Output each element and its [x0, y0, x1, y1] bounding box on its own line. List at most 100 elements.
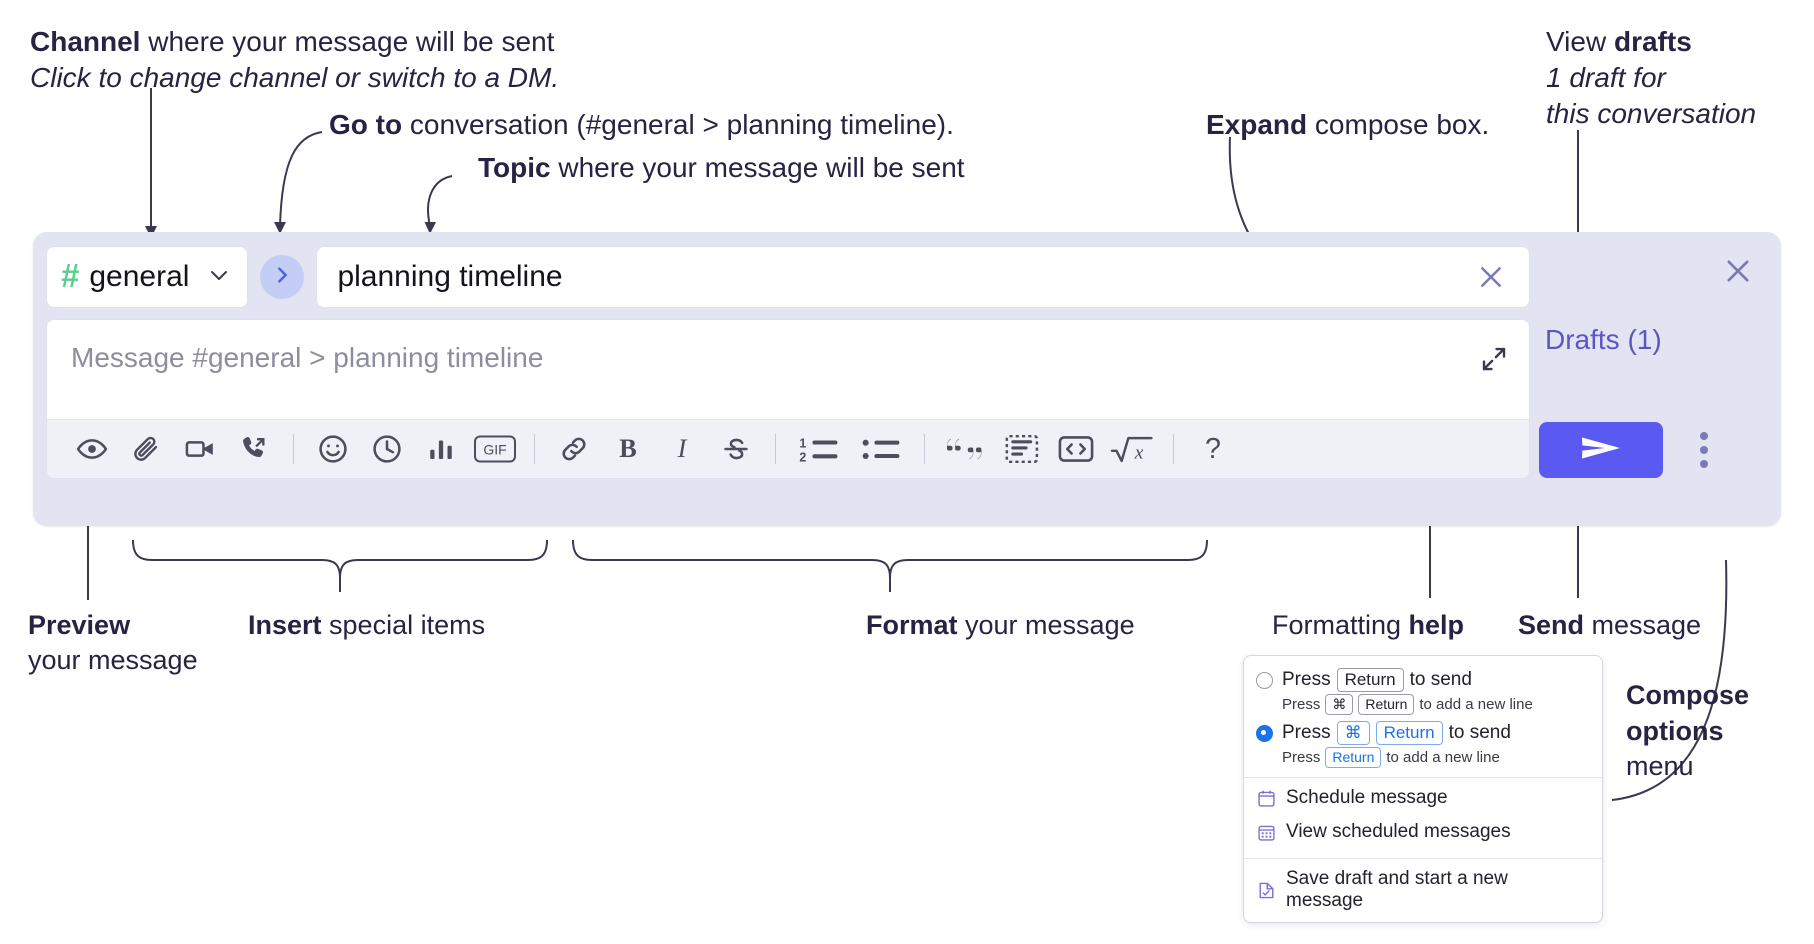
- topic-input[interactable]: planning timeline: [316, 246, 1530, 308]
- suboption-prefix: Press: [1282, 749, 1321, 766]
- compose-options-menu: Press Return to send Press ⌘ Return to a…: [1243, 655, 1603, 923]
- code-icon[interactable]: [1049, 426, 1103, 472]
- goto-conversation-button[interactable]: [260, 255, 305, 299]
- chevron-right-icon: [271, 264, 293, 291]
- send-option-subtext: Press Return to add a new line: [1244, 745, 1602, 768]
- vertical-ellipsis-icon: [1700, 460, 1708, 468]
- svg-text:GIF: GIF: [483, 442, 506, 458]
- save-draft-icon: [1256, 880, 1276, 900]
- radio-unselected[interactable]: [1256, 672, 1273, 689]
- menu-item-schedule-message[interactable]: Schedule message: [1244, 781, 1602, 815]
- clock-icon[interactable]: [360, 426, 414, 472]
- key-return: Return: [1375, 721, 1443, 745]
- hash-icon: #: [61, 256, 80, 294]
- calendar-schedule-icon: [1256, 788, 1276, 808]
- annotation-format: Format your message: [866, 610, 1135, 640]
- message-placeholder: Message #general > planning timeline: [71, 342, 544, 373]
- annotation-goto: Go to conversation (#general > planning …: [329, 109, 954, 140]
- annotation-expand: Expand compose box.: [1206, 109, 1490, 140]
- video-icon[interactable]: [173, 426, 227, 472]
- calendar-grid-icon: [1256, 822, 1276, 842]
- emoji-icon[interactable]: [306, 426, 360, 472]
- annotation-insert: Insert special items: [248, 610, 486, 640]
- annotation-help: Formatting help: [1272, 610, 1465, 640]
- send-option-label: Press Return to send: [1282, 668, 1472, 692]
- spoiler-icon[interactable]: [995, 426, 1049, 472]
- topic-value: planning timeline: [337, 260, 563, 293]
- gif-icon[interactable]: GIF: [468, 426, 522, 472]
- bold-icon[interactable]: B: [601, 426, 655, 472]
- send-button[interactable]: [1539, 422, 1663, 478]
- brace-format: [572, 539, 1208, 592]
- channel-name: general: [89, 260, 190, 293]
- menu-divider: [1244, 777, 1602, 778]
- svg-text:1: 1: [799, 437, 806, 451]
- compose-side: Drafts (1): [1523, 232, 1781, 526]
- send-option-label: Press ⌘ Return to send: [1282, 721, 1511, 745]
- compose-options-button[interactable]: [1691, 428, 1717, 472]
- bulleted-list-icon[interactable]: [850, 426, 912, 472]
- expand-diagonal-icon[interactable]: [1477, 342, 1511, 376]
- vertical-ellipsis-icon: [1700, 432, 1708, 440]
- chevron-down-icon: [207, 263, 231, 292]
- key-command: ⌘: [1325, 694, 1354, 715]
- toolbar-separator-5: [1173, 434, 1174, 464]
- menu-divider: [1244, 858, 1602, 859]
- svg-text:?: ?: [1205, 433, 1221, 465]
- compose-main: # general planning timeline: [46, 245, 1530, 481]
- svg-text:2: 2: [799, 450, 806, 464]
- leader-goto: [279, 131, 323, 227]
- send-option-row[interactable]: Press ⌘ Return to send Press Return to a…: [1244, 715, 1602, 768]
- brace-insert: [132, 539, 548, 592]
- option-suffix: to send: [1448, 722, 1511, 743]
- italic-icon[interactable]: I: [655, 426, 709, 472]
- key-return: Return: [1325, 747, 1382, 768]
- option-suffix: to send: [1409, 669, 1472, 690]
- blockquote-icon[interactable]: [937, 426, 995, 472]
- annotation-topic: Topic where your message will be sent: [478, 152, 965, 183]
- compose-header-row: # general planning timeline: [46, 245, 1530, 309]
- key-return: Return: [1358, 694, 1415, 715]
- svg-text:x: x: [1134, 443, 1144, 464]
- close-icon[interactable]: [1471, 257, 1511, 297]
- vertical-ellipsis-icon: [1700, 446, 1708, 454]
- link-icon[interactable]: [547, 426, 601, 472]
- send-option-row[interactable]: Press Return to send Press ⌘ Return to a…: [1244, 662, 1602, 715]
- radio-selected[interactable]: [1256, 725, 1273, 742]
- svg-text:B: B: [619, 434, 637, 463]
- menu-item-label: View scheduled messages: [1286, 821, 1511, 842]
- option-prefix: Press: [1282, 722, 1331, 743]
- poll-icon[interactable]: [414, 426, 468, 472]
- call-icon[interactable]: [227, 426, 281, 472]
- drafts-link[interactable]: Drafts (1): [1545, 324, 1662, 355]
- ordered-list-icon[interactable]: 1 2: [788, 426, 850, 472]
- option-prefix: Press: [1282, 669, 1331, 690]
- message-box: Message #general > planning timeline: [46, 319, 1530, 479]
- formatting-toolbar: GIF B I: [47, 419, 1529, 478]
- key-return: Return: [1336, 668, 1404, 692]
- menu-item-save-draft[interactable]: Save draft and start a new message: [1244, 862, 1602, 918]
- toolbar-separator-4: [924, 434, 925, 464]
- toolbar-separator-2: [534, 434, 535, 464]
- help-icon[interactable]: ?: [1186, 426, 1240, 472]
- menu-item-label: Save draft and start a new message: [1286, 868, 1508, 911]
- close-icon[interactable]: [1721, 254, 1755, 288]
- key-command: ⌘: [1336, 721, 1370, 745]
- channel-selector[interactable]: # general: [46, 246, 249, 308]
- toolbar-separator-1: [293, 434, 294, 464]
- send-option-subtext: Press ⌘ Return to add a new line: [1244, 692, 1602, 715]
- send-paper-plane-icon: [1578, 431, 1624, 470]
- math-icon[interactable]: x: [1103, 426, 1161, 472]
- strikethrough-icon[interactable]: [709, 426, 763, 472]
- menu-item-view-scheduled-messages[interactable]: View scheduled messages: [1244, 815, 1602, 849]
- compose-panel: # general planning timeline: [33, 232, 1781, 526]
- annotation-send: Send message: [1518, 610, 1702, 640]
- suboption-suffix: to add a new line: [1419, 696, 1533, 713]
- message-input[interactable]: Message #general > planning timeline: [47, 320, 1529, 419]
- preview-icon[interactable]: [65, 426, 119, 472]
- attachment-icon[interactable]: [119, 426, 173, 472]
